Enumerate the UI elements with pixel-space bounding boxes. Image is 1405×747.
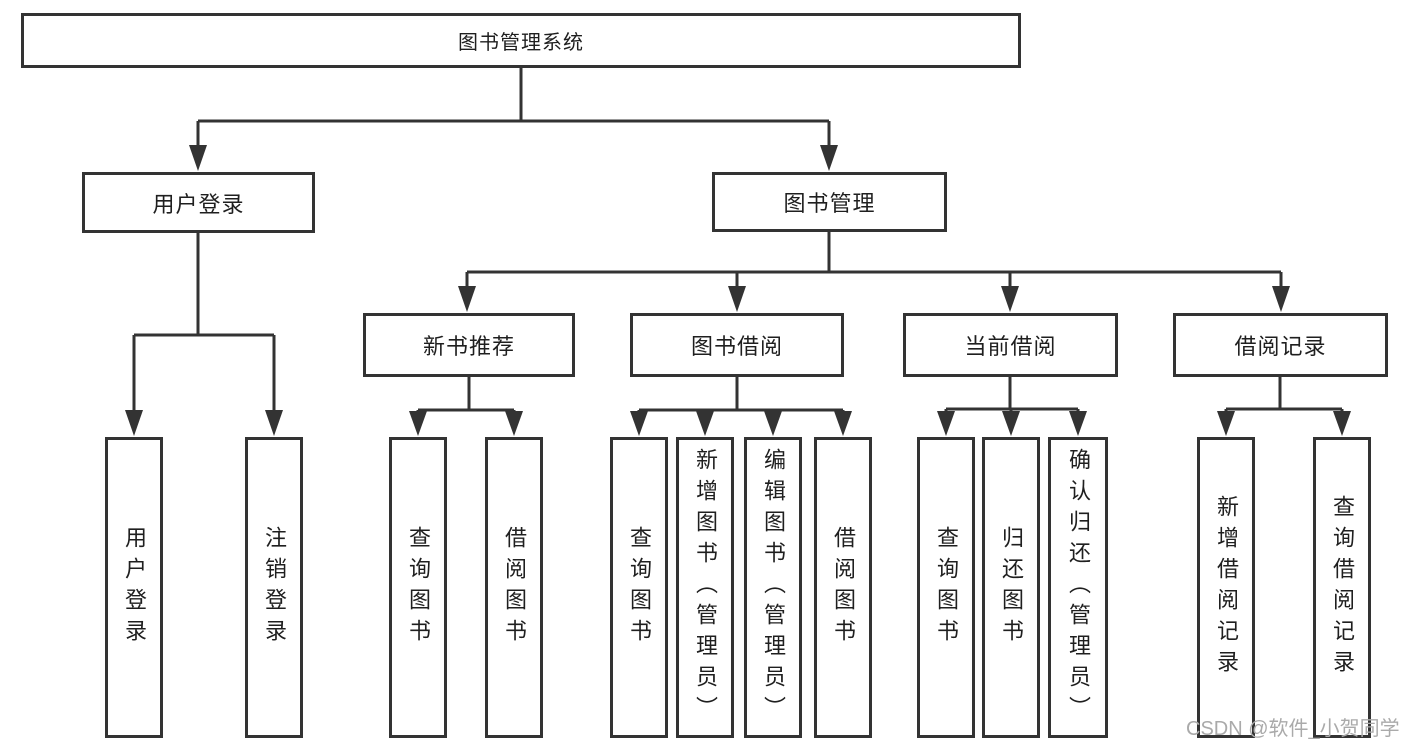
node-label: 图书管理 xyxy=(783,191,876,216)
leaf-return-book: 归还图书 xyxy=(982,437,1040,738)
leaf-label: 借阅图书 xyxy=(831,525,856,650)
leaf-query-book-2: 查询图书 xyxy=(610,437,668,738)
node-label: 图书借阅 xyxy=(690,334,783,359)
node-borrow-records: 借阅记录 xyxy=(1173,313,1388,377)
leaf-label: 查询借阅记录 xyxy=(1330,494,1355,681)
node-root-system: 图书管理系统 xyxy=(21,13,1021,68)
node-book-borrow: 图书借阅 xyxy=(630,313,844,377)
leaf-label: 查询图书 xyxy=(406,525,431,650)
leaf-label: 查询图书 xyxy=(627,525,652,650)
node-label: 新书推荐 xyxy=(422,334,515,359)
leaf-confirm-return-admin: 确认归还（管理员） xyxy=(1048,437,1108,738)
leaf-label: 查询图书 xyxy=(934,525,959,650)
leaf-borrow-book-2: 借阅图书 xyxy=(814,437,872,738)
node-label: 当前借阅 xyxy=(964,334,1057,359)
leaf-add-book-admin: 新增图书（管理员） xyxy=(676,437,734,738)
tree-edges xyxy=(132,68,1344,413)
leaf-label: 借阅图书 xyxy=(502,525,527,650)
node-book-management: 图书管理 xyxy=(712,172,947,232)
leaf-query-book-1: 查询图书 xyxy=(389,437,447,738)
csdn-watermark: CSDN @软件_小贺同学 xyxy=(1186,718,1400,740)
leaf-logout: 注销登录 xyxy=(245,437,303,738)
leaf-query-borrow-record: 查询借阅记录 xyxy=(1313,437,1371,738)
leaf-query-book-3: 查询图书 xyxy=(917,437,975,738)
node-current-borrow: 当前借阅 xyxy=(903,313,1118,377)
leaf-add-borrow-record: 新增借阅记录 xyxy=(1197,437,1255,738)
leaf-label: 新增图书（管理员） xyxy=(693,448,718,727)
leaf-label: 注销登录 xyxy=(262,525,287,650)
leaf-label: 新增借阅记录 xyxy=(1214,494,1239,681)
node-label: 图书管理系统 xyxy=(458,32,584,54)
leaf-borrow-book-1: 借阅图书 xyxy=(485,437,543,738)
node-label: 借阅记录 xyxy=(1234,334,1327,359)
leaf-user-login: 用户登录 xyxy=(105,437,163,738)
leaf-label: 编辑图书（管理员） xyxy=(761,448,786,727)
leaf-edit-book-admin: 编辑图书（管理员） xyxy=(744,437,802,738)
arrow-down-icons xyxy=(125,145,1351,436)
leaf-label: 归还图书 xyxy=(999,525,1024,650)
node-new-book-recommend: 新书推荐 xyxy=(363,313,575,377)
leaf-label: 确认归还（管理员） xyxy=(1066,448,1091,727)
node-user-login: 用户登录 xyxy=(82,172,315,233)
leaf-label: 用户登录 xyxy=(122,525,147,650)
node-label: 用户登录 xyxy=(152,191,245,217)
